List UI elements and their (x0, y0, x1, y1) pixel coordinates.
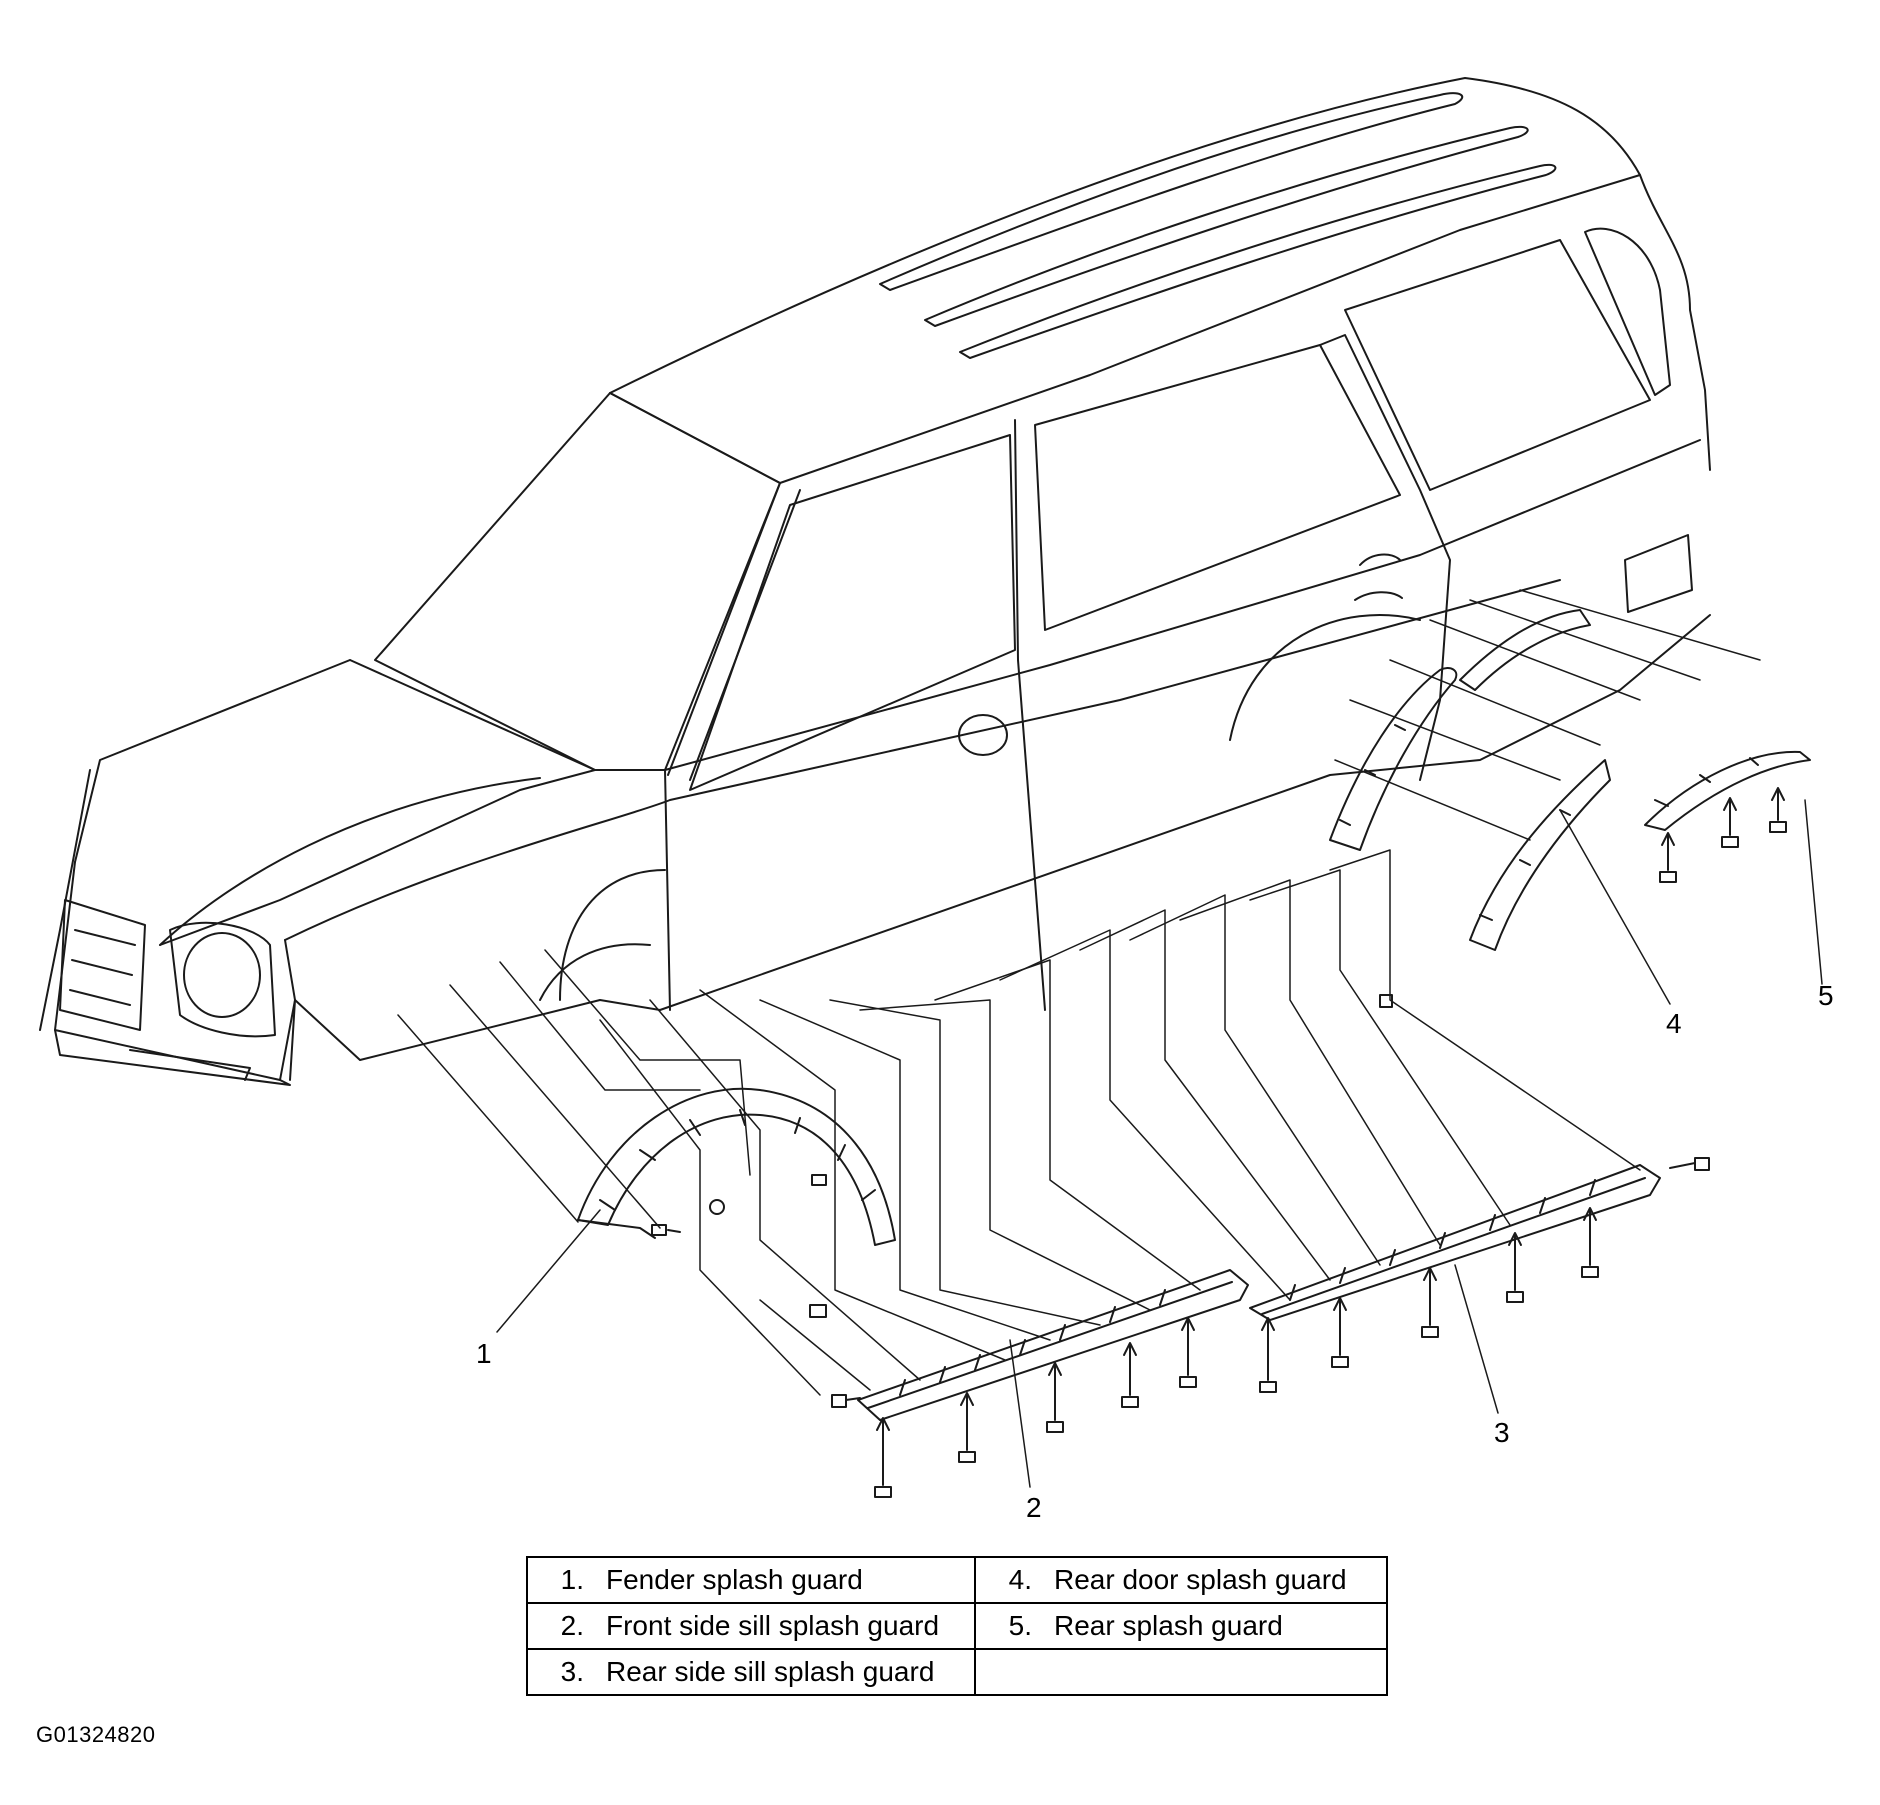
fastener (1121, 1342, 1139, 1408)
hood (74, 659, 596, 946)
rear-wheel-arch (1229, 614, 1421, 741)
callout-leader-lines (496, 799, 1823, 1488)
fastener (874, 1417, 892, 1498)
fastener (1259, 1317, 1277, 1393)
rear-door-splash-guard-part (1329, 667, 1611, 951)
fastener (1331, 1297, 1349, 1368)
fastener (651, 1224, 681, 1236)
callout-5-leader (1804, 799, 1823, 985)
legend-number: 3. (560, 1656, 584, 1687)
front-door-handle (958, 714, 1008, 756)
roof-rail-2 (924, 125, 1529, 327)
quarter-window (1344, 239, 1651, 491)
rear-door-outline (1319, 334, 1451, 781)
roof-outline (609, 77, 1711, 471)
callout-3-leader (1454, 1264, 1499, 1414)
vehicle-body (39, 77, 1711, 1086)
parts-legend-table: 1. Fender splash guard 4. Rear door splash… (526, 1556, 1388, 1696)
legend-label: Rear splash guard (1054, 1610, 1283, 1641)
fastener (1581, 1207, 1599, 1278)
front-wheel-arch (539, 869, 666, 1001)
fastener (811, 1174, 827, 1186)
fender-splash-guard-part (577, 1087, 896, 1246)
fastener (1506, 1232, 1524, 1303)
fuel-door (1624, 534, 1693, 613)
legend-number: 4. (1008, 1564, 1032, 1595)
legend-cell: 2. Front side sill splash guard (526, 1602, 976, 1650)
fasteners (651, 787, 1787, 1498)
fastener (831, 1394, 861, 1408)
front-door-outline (664, 419, 1046, 1011)
roof-side-line (609, 174, 1641, 484)
legend-number: 2. (560, 1610, 584, 1641)
rear-side-sill-splash-guard-part (1249, 1164, 1661, 1321)
front-bumper (54, 1029, 291, 1086)
callout-4-leader (1559, 809, 1671, 1005)
rear-window (1584, 227, 1671, 396)
windshield (374, 392, 781, 771)
legend-label: Front side sill splash guard (606, 1610, 940, 1641)
rear-door-handle (1354, 553, 1403, 601)
legend-label: Rear door splash guard (1054, 1564, 1347, 1595)
callout-2-leader (1009, 1339, 1031, 1488)
front-side-line (39, 769, 296, 1081)
legend-label: Rear side sill splash guard (606, 1656, 935, 1687)
callout-1-leader (496, 1209, 601, 1333)
fastener (958, 1392, 976, 1463)
headlamp-lens (183, 932, 261, 1018)
legend-cell: 3. Rear side sill splash guard (526, 1648, 976, 1696)
fastener (1769, 787, 1787, 833)
front-door-window (689, 434, 1016, 791)
legend-cell: 1. Fender splash guard (526, 1556, 976, 1604)
roof-rail-3 (959, 163, 1557, 359)
callout-2: 2 (1026, 1492, 1042, 1523)
rear-splash-guard-part (1459, 609, 1811, 831)
legend-row: 1. Fender splash guard 4. Rear door splash… (526, 1556, 1388, 1604)
legend-number: 5. (1008, 1610, 1032, 1641)
fastener (1179, 1317, 1197, 1388)
legend-cell: 4. Rear door splash guard (974, 1556, 1388, 1604)
assembly-leader-lines (397, 589, 1761, 1396)
body-shoulder (284, 579, 1561, 941)
front-side-sill-splash-guard-part (857, 1269, 1249, 1421)
callout-4: 4 (1666, 1008, 1682, 1039)
a-pillar (667, 482, 801, 781)
legend-cell-empty (974, 1648, 1388, 1696)
callout-3: 3 (1494, 1417, 1510, 1448)
body-side-lower (294, 614, 1711, 1061)
fastener (709, 1199, 725, 1215)
callout-5: 5 (1818, 980, 1834, 1011)
legend-row: 2. Front side sill splash guard 5. Rear sp… (526, 1602, 1388, 1650)
body-beltline (664, 439, 1701, 771)
fastener (1721, 797, 1739, 848)
rear-door-window (1034, 344, 1401, 631)
fastener (1421, 1267, 1439, 1338)
legend-number: 1. (560, 1564, 584, 1595)
grille (59, 899, 146, 1031)
fastener (1659, 832, 1677, 883)
legend-cell: 5. Rear splash guard (974, 1602, 1388, 1650)
legend-label: Fender splash guard (606, 1564, 863, 1595)
roof-rail-1 (879, 92, 1464, 291)
headlamp (169, 921, 276, 1038)
fastener (809, 1304, 827, 1318)
legend-row: 3. Rear side sill splash guard (526, 1648, 1388, 1696)
hood-crease (159, 777, 541, 946)
callout-1: 1 (476, 1338, 492, 1369)
fastener (1669, 1157, 1710, 1171)
figure-id: G01324820 (36, 1722, 156, 1747)
fastener (1046, 1362, 1064, 1433)
